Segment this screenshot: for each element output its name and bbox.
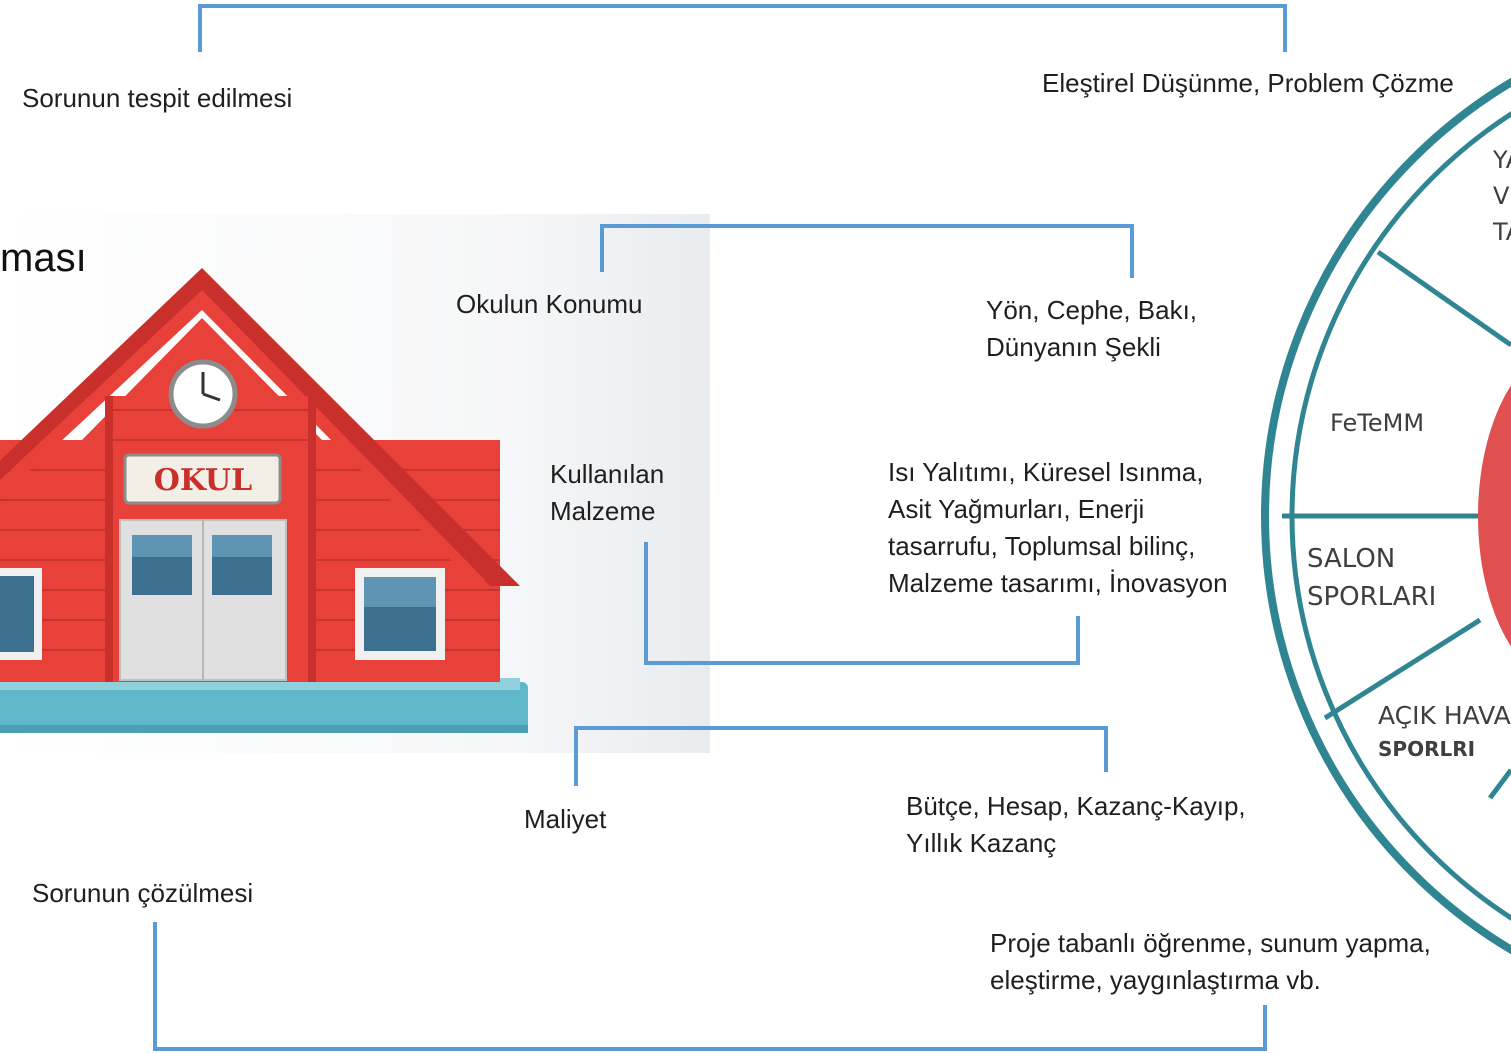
label-material-line2: Malzeme bbox=[550, 496, 656, 526]
wheel-segment-top-line2: VE bbox=[1493, 182, 1511, 210]
wheel-segment-salon: SALON SPORLARI bbox=[1307, 540, 1436, 616]
label-cost-topics: Bütçe, Hesap, Kazanç-Kayıp, Yıllık Kazan… bbox=[906, 788, 1246, 862]
label-cost-topics-line1: Bütçe, Hesap, Kazanç-Kayıp, bbox=[906, 791, 1246, 821]
wheel-segment-outdoor-line1: AÇIK HAVA bbox=[1378, 701, 1511, 730]
wheel-segment-outdoor: AÇIK HAVA SPORLRI bbox=[1378, 698, 1511, 764]
wheel-segment-outdoor-line2: SPORLRI bbox=[1378, 737, 1476, 761]
label-problem-solving: Sorunun çözülmesi bbox=[32, 878, 254, 908]
connector-top bbox=[198, 4, 1287, 52]
label-material-topics-line2: Asit Yağmurları, Enerji bbox=[888, 494, 1145, 524]
connector-bottom bbox=[153, 922, 1267, 1051]
label-school-location: Okulun Konumu bbox=[456, 289, 643, 319]
label-critical-thinking: Eleştirel Düşünme, Problem Çözme bbox=[1042, 68, 1454, 98]
connector-location bbox=[600, 224, 1134, 278]
wheel-segment-top-line1: YA bbox=[1493, 146, 1511, 174]
label-cost-topics-line2: Yıllık Kazanç bbox=[906, 828, 1057, 858]
label-direction-line2: Dünyanın Şekli bbox=[986, 332, 1161, 362]
label-problem-identification: Sorunun tespit edilmesi bbox=[22, 83, 293, 113]
label-direction: Yön, Cephe, Bakı, Dünyanın Şekli bbox=[986, 292, 1197, 366]
house-roof bbox=[0, 268, 520, 586]
connector-material bbox=[644, 542, 1080, 665]
label-material-line1: Kullanılan bbox=[550, 459, 665, 489]
wheel-segment-fetemm: FeTeMM bbox=[1330, 409, 1425, 437]
wheel-center bbox=[1478, 385, 1511, 647]
connector-cost bbox=[574, 726, 1108, 786]
label-project: Proje tabanlı öğrenme, sunum yapma, eleş… bbox=[990, 925, 1431, 999]
label-material-topics: Isı Yalıtımı, Küresel Isınma, Asit Yağmu… bbox=[888, 454, 1228, 602]
wheel-spokes bbox=[1282, 249, 1511, 800]
wheel-segment-top: YA VE TA bbox=[1493, 142, 1511, 250]
label-project-line1: Proje tabanlı öğrenme, sunum yapma, bbox=[990, 928, 1431, 958]
label-material-topics-line4: Malzeme tasarımı, İnovasyon bbox=[888, 568, 1228, 598]
wheel-segment-top-line3: TA bbox=[1493, 218, 1511, 246]
wheel-segment-salon-line2: SPORLARI bbox=[1307, 582, 1437, 612]
label-material: Kullanılan Malzeme bbox=[550, 456, 664, 530]
school-house-illustration: OKUL bbox=[0, 268, 528, 733]
wheel-segment-salon-line1: SALON bbox=[1307, 544, 1396, 574]
label-material-topics-line1: Isı Yalıtımı, Küresel Isınma, bbox=[888, 457, 1204, 487]
school-sign-text: OKUL bbox=[154, 463, 252, 498]
school-sign bbox=[123, 453, 282, 505]
house-base-platform bbox=[0, 682, 528, 732]
label-cost: Maliyet bbox=[524, 804, 607, 834]
label-project-line2: eleştirme, yaygınlaştırma vb. bbox=[990, 965, 1321, 995]
title-fragment: ması bbox=[0, 236, 87, 280]
label-material-topics-line3: tasarrufu, Toplumsal bilinç, bbox=[888, 531, 1196, 561]
label-direction-line1: Yön, Cephe, Bakı, bbox=[986, 295, 1198, 325]
